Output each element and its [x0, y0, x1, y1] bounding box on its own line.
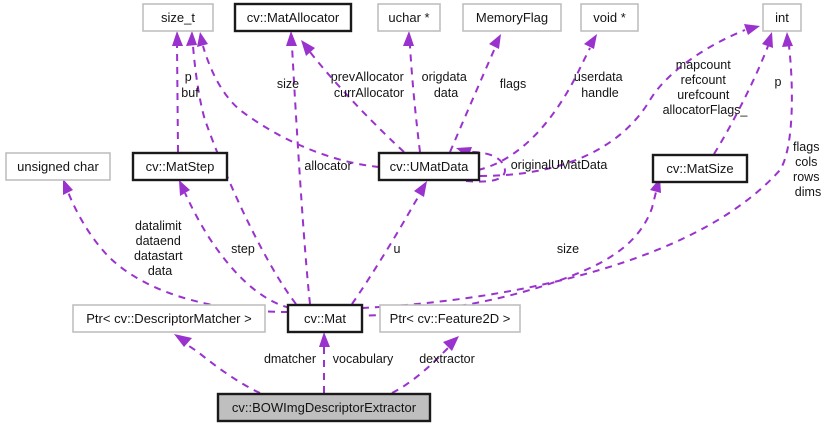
edge-label-data-group: datalimit dataend datastart data: [134, 219, 186, 278]
edge-label-dmatcher: dmatcher: [264, 352, 316, 366]
edge-matstep-to-size_t: [172, 31, 183, 153]
node-size_t[interactable]: size_t: [142, 3, 214, 32]
node-label-cv-mat: cv::Mat: [304, 311, 346, 326]
edge-label-originalumatdata: originalUMatData: [511, 158, 608, 172]
node-cv-matsize[interactable]: cv::MatSize: [651, 153, 749, 184]
node-cv-mat[interactable]: cv::Mat: [286, 303, 364, 334]
edge-label-flags-top: flags: [500, 77, 526, 91]
node-uchar-ptr[interactable]: uchar *: [377, 3, 441, 32]
edge-mat-to-matallocator: [286, 31, 311, 305]
node-ptr-descriptormatcher[interactable]: Ptr< cv::DescriptorMatcher >: [72, 304, 266, 333]
edge-umatdata-to-memoryflag: [449, 34, 501, 153]
node-label-void-ptr: void *: [593, 10, 626, 25]
edge-mat-to-unsigned_char: [63, 179, 289, 313]
edge-umatdata-to-matallocator: [301, 40, 405, 153]
node-ptr-feature2d[interactable]: Ptr< cv::Feature2D >: [379, 304, 521, 333]
nodes-layer: size_t cv::MatAllocator uchar * MemoryFl…: [5, 2, 802, 423]
node-label-unsigned-char: unsigned char: [17, 159, 99, 174]
node-cv-matstep[interactable]: cv::MatStep: [131, 151, 229, 182]
edge-mat-to-umatdata: [351, 181, 427, 305]
edges-layer: [63, 24, 793, 394]
edge-label-u: u: [394, 242, 401, 256]
node-label-cv-bowimgdescriptorextractor: cv::BOWImgDescriptorExtractor: [232, 400, 417, 415]
node-label-memoryflag: MemoryFlag: [476, 10, 548, 25]
edge-labels-layer: p buf size prevAllocator currAllocator o…: [134, 58, 823, 366]
node-label-cv-matstep: cv::MatStep: [146, 159, 215, 174]
edge-label-origdata-data: origdata data: [422, 70, 471, 100]
edge-mat-to-size_t: [186, 31, 297, 305]
edge-umatdata-to-uchar: [403, 31, 421, 153]
edge-umatdata-to-void: [477, 34, 597, 171]
node-memoryflag[interactable]: MemoryFlag: [462, 3, 562, 32]
node-unsigned-char[interactable]: unsigned char: [5, 152, 111, 181]
edge-bow-to-ptr_descmatcher: [174, 334, 261, 394]
edge-mat-to-matsize: [355, 178, 661, 317]
edge-label-p-buf: p buf: [181, 70, 199, 100]
edge-label-dextractor: dextractor: [419, 352, 475, 366]
node-label-uchar-ptr: uchar *: [388, 10, 429, 25]
node-label-int: int: [775, 10, 789, 25]
node-int[interactable]: int: [762, 3, 802, 32]
node-label-cv-matsize: cv::MatSize: [666, 161, 733, 176]
edge-umatdata-to-size_t: [197, 32, 380, 168]
node-label-ptr-descriptormatcher: Ptr< cv::DescriptorMatcher >: [86, 311, 251, 326]
edge-label-counts: mapcount refcount urefcount allocatorFla…: [663, 58, 749, 117]
edge-label-allocator: allocator: [304, 159, 351, 173]
node-label-cv-matallocator: cv::MatAllocator: [247, 10, 340, 25]
edge-label-vocabulary: vocabulary: [333, 352, 394, 366]
node-label-size_t: size_t: [161, 10, 195, 25]
edge-label-size-bottom: size: [557, 242, 579, 256]
edge-mat-to-matstep: [179, 180, 291, 309]
edge-bow-to-ptr_feature2d: [391, 336, 459, 394]
edge-label-prev-curr-allocator: prevAllocator currAllocator: [331, 70, 407, 100]
edge-umatdata-to-int: [479, 24, 760, 177]
node-cv-umatdata[interactable]: cv::UMatData: [377, 151, 481, 182]
edge-label-userdata-handle: userdata handle: [574, 70, 626, 100]
edge-matsize-to-int: [713, 32, 773, 155]
node-label-ptr-feature2d: Ptr< cv::Feature2D >: [390, 311, 511, 326]
edge-mat-to-int: [361, 32, 793, 309]
edge-bow-to-mat: [319, 332, 330, 393]
node-label-cv-umatdata: cv::UMatData: [390, 159, 470, 174]
node-void-ptr[interactable]: void *: [580, 3, 639, 32]
edge-label-p-right: p: [775, 75, 782, 89]
edge-label-size: size: [277, 77, 299, 91]
edge-label-flags-cols-rows-dims: flags cols rows dims: [793, 140, 823, 199]
edge-label-step: step: [231, 242, 255, 256]
node-cv-matallocator[interactable]: cv::MatAllocator: [233, 2, 353, 33]
node-cv-bowimgdescriptorextractor[interactable]: cv::BOWImgDescriptorExtractor: [216, 392, 432, 423]
